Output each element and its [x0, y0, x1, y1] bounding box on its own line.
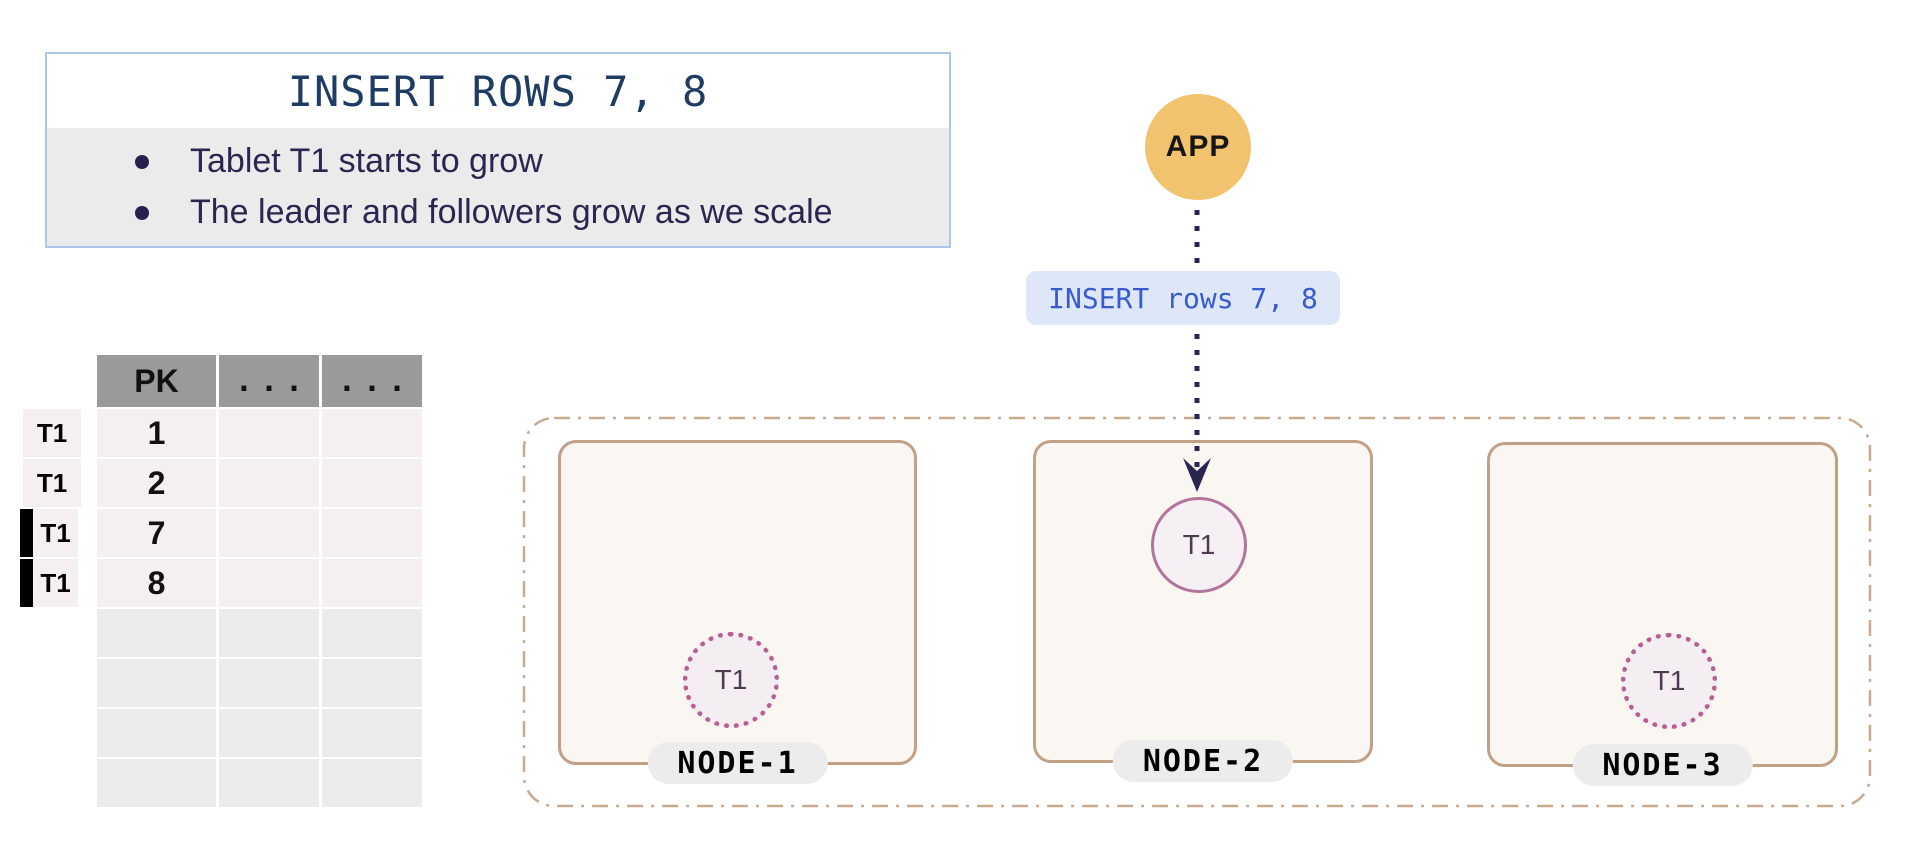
node-label: NODE-2 [1112, 740, 1294, 782]
table-cell-pk: 7 [97, 509, 216, 557]
bullet-text: Tablet T1 starts to grow [190, 142, 543, 180]
node-box-3: T1 NODE-3 [1487, 442, 1838, 786]
query-label: INSERT rows 7, 8 [1026, 271, 1340, 325]
table-cell [219, 509, 319, 557]
table-cell [219, 459, 319, 507]
node-box-1: T1 NODE-1 [558, 440, 917, 784]
table-cell-pk: 2 [97, 459, 216, 507]
node-label: NODE-1 [647, 742, 828, 784]
table-cell-pk: 1 [97, 409, 216, 457]
node-label: NODE-3 [1572, 744, 1753, 786]
tablet-label-column: T1 T1 T1 T1 [20, 409, 81, 609]
table-cell-empty [97, 659, 216, 707]
bullet-dot-icon [135, 154, 149, 169]
column-header-ellipsis: ... [219, 355, 319, 407]
bullet-item: The leader and followers grow as we scal… [47, 187, 949, 238]
table-cell [322, 409, 422, 457]
table-cell [219, 559, 319, 607]
table-cell [322, 559, 422, 607]
table-cell-empty [322, 609, 422, 657]
bullet-text: The leader and followers grow as we scal… [190, 193, 833, 231]
tablet-row-label-new: T1 [20, 559, 78, 607]
card-bullet-list: Tablet T1 starts to grow The leader and … [47, 128, 949, 246]
tablet-circle-follower: T1 [683, 632, 779, 728]
column-header-ellipsis: ... [322, 355, 422, 407]
table-cell-pk: 8 [97, 559, 216, 607]
tablet-circle-follower: T1 [1621, 633, 1717, 729]
table-cell [322, 509, 422, 557]
data-table: PK ... ... 1 2 7 8 [97, 355, 422, 807]
app-node: APP [1145, 94, 1251, 200]
app-label: APP [1165, 130, 1231, 163]
table-cell-empty [97, 709, 216, 757]
table-cell [219, 409, 319, 457]
table-cell-empty [219, 709, 319, 757]
table-cell-empty [322, 759, 422, 807]
bullet-item: Tablet T1 starts to grow [47, 136, 949, 187]
table-cell-empty [97, 609, 216, 657]
table-cell-empty [219, 759, 319, 807]
table-cell-empty [219, 609, 319, 657]
tablet-circle-leader: T1 [1151, 497, 1247, 593]
tablet-row-label: T1 [23, 409, 81, 457]
tablet-label: T1 [1182, 529, 1216, 560]
tablet-label: T1 [714, 664, 748, 695]
insert-info-card: INSERT ROWS 7, 8 Tablet T1 starts to gro… [45, 52, 951, 248]
table-cell [322, 459, 422, 507]
table-cell-empty [322, 709, 422, 757]
table-cell-empty [219, 659, 319, 707]
bullet-dot-icon [135, 205, 149, 220]
node-box-2: T1 NODE-2 [1033, 440, 1373, 782]
table-cell-empty [322, 659, 422, 707]
card-title: INSERT ROWS 7, 8 [287, 66, 709, 116]
tablet-row-label: T1 [23, 459, 81, 507]
column-header-pk: PK [97, 355, 216, 407]
tablet-row-label-new: T1 [20, 509, 78, 557]
table-cell-empty [97, 759, 216, 807]
tablet-label: T1 [1652, 665, 1686, 696]
